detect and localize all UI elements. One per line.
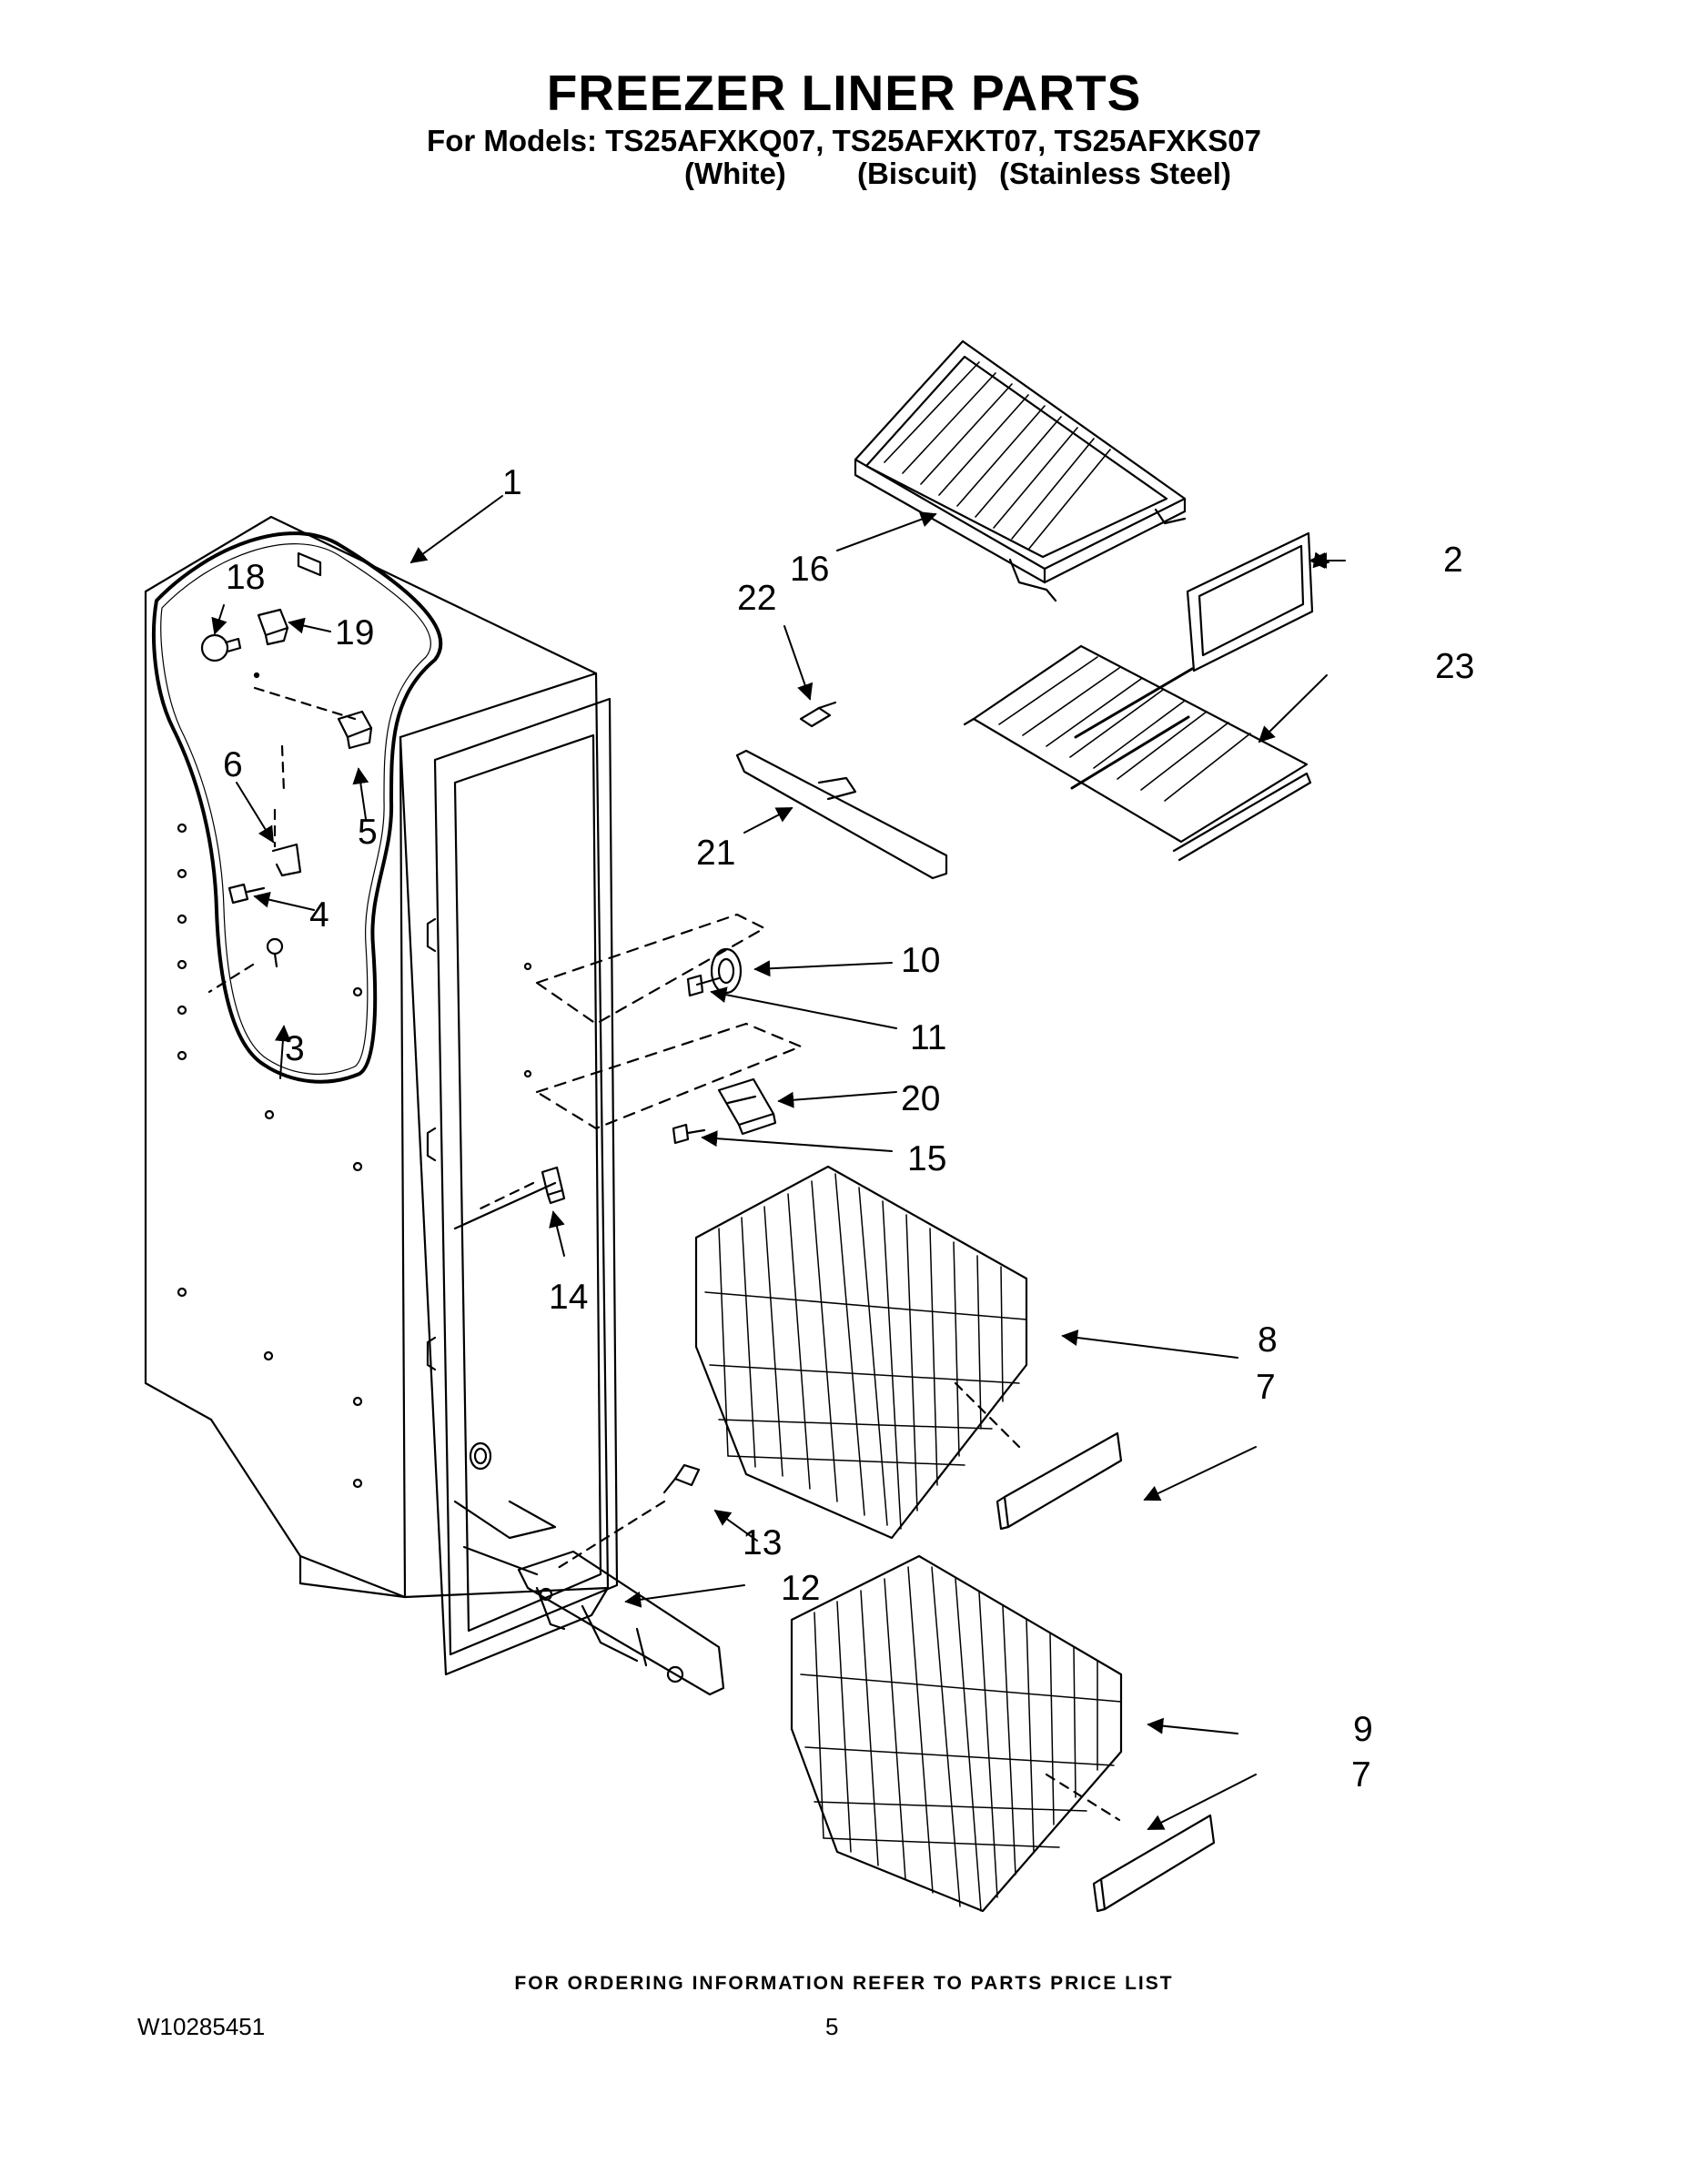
glass-shelf: [854, 339, 1187, 602]
light-socket-parts: [200, 608, 373, 994]
callout-19: 19: [335, 613, 374, 652]
upper-basket: [694, 1165, 1028, 1540]
callout-22: 22: [737, 579, 776, 618]
leader-1: [409, 495, 503, 564]
bulb-icon: [200, 633, 229, 662]
callout-2: 2: [1443, 541, 1463, 580]
callout-6: 6: [223, 745, 243, 784]
lower-basket: [790, 1554, 1123, 1913]
wire-shelf: [963, 644, 1312, 862]
basket-guide: [523, 1022, 803, 1145]
variant-stainless-steel: (Stainless Steel): [999, 157, 1231, 190]
models-line: For Models: TS25AFXKQ07, TS25AFXKT07, TS…: [427, 124, 1261, 157]
callout-4: 4: [309, 895, 329, 935]
screw: [553, 1463, 701, 1572]
callout-9: 9: [1353, 1710, 1373, 1749]
callout-14: 14: [549, 1278, 588, 1317]
callout-16: 16: [790, 550, 829, 589]
basket-trim-lower: [1092, 1814, 1216, 1913]
callout-7-upper: 7: [1256, 1368, 1276, 1407]
variant-biscuit: (Biscuit): [857, 157, 977, 190]
door-switch: [475, 1166, 566, 1212]
callout-13: 13: [743, 1523, 782, 1562]
shelf-trim: [1186, 531, 1314, 672]
callout-3: 3: [285, 1029, 305, 1068]
callout-15: 15: [907, 1139, 946, 1178]
callout-23: 23: [1435, 647, 1474, 686]
spacer-and-screw: [523, 913, 766, 1026]
document-number: W10285451: [137, 2013, 266, 2040]
freezer-liner: [144, 515, 619, 1676]
page-title: FREEZER LINER PARTS: [546, 65, 1142, 121]
callout-18: 18: [226, 558, 265, 597]
callout-10: 10: [901, 941, 940, 980]
variant-white: (White): [684, 157, 786, 190]
bottom-trim: [517, 1550, 725, 1696]
callout-7-lower: 7: [1351, 1755, 1371, 1795]
basket-trim-upper: [996, 1431, 1123, 1531]
page-number: 5: [825, 2013, 839, 2040]
shelf-bracket: [735, 701, 948, 880]
callout-20: 20: [901, 1079, 940, 1118]
ordering-note: FOR ORDERING INFORMATION REFER TO PARTS …: [514, 1973, 1174, 1994]
callout-8: 8: [1258, 1320, 1278, 1360]
callout-21: 21: [696, 834, 735, 873]
callout-1: 1: [502, 463, 522, 502]
callout-11: 11: [910, 1018, 947, 1057]
callout-5: 5: [358, 813, 378, 852]
callout-12: 12: [781, 1569, 820, 1608]
